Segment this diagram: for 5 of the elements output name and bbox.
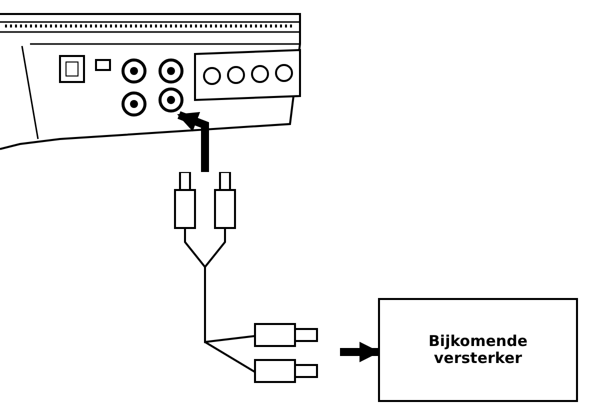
arrow — [340, 342, 380, 362]
arrow — [177, 111, 209, 172]
jack-socket-icon — [158, 87, 184, 113]
box-label: Bijkomende versterker — [428, 332, 528, 368]
device-box — [378, 298, 578, 402]
